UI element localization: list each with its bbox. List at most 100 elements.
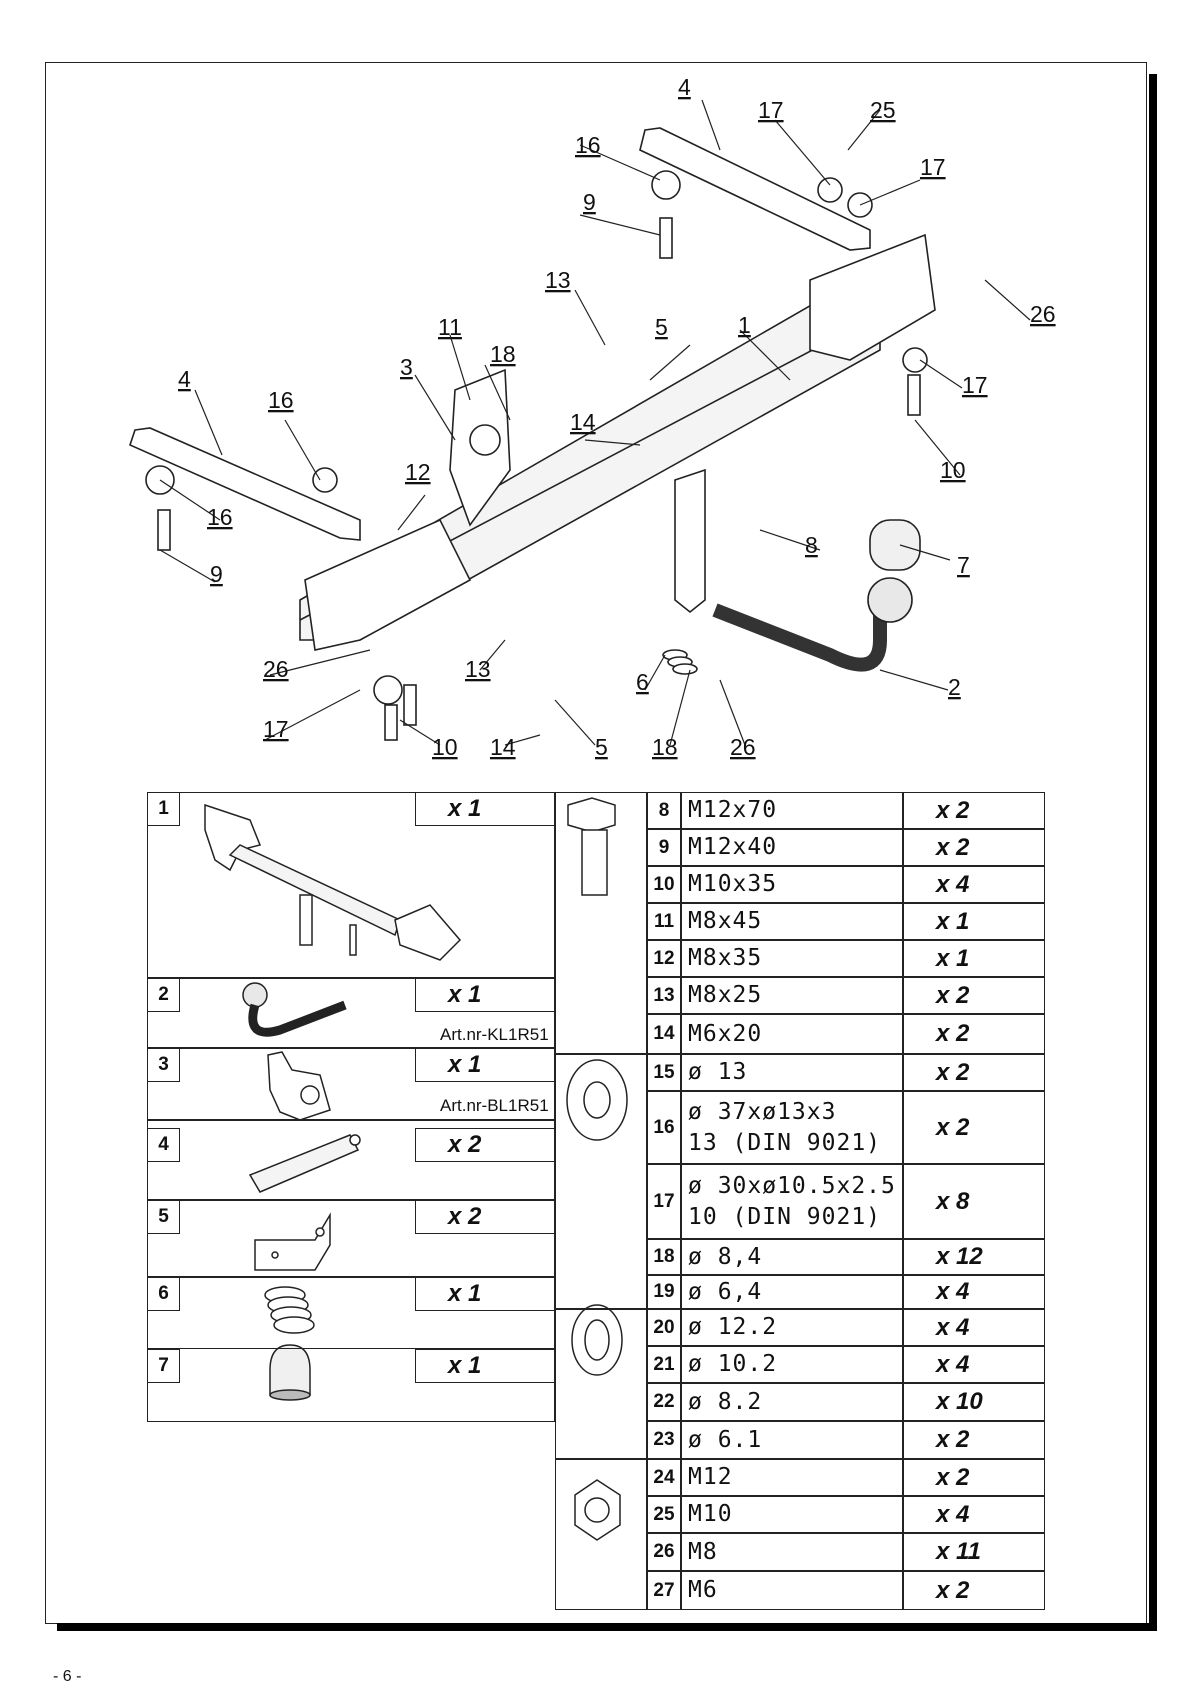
hardware-qty: x 4 bbox=[903, 1346, 1045, 1383]
callout-17-bottom: 17 bbox=[263, 716, 289, 742]
frame-shadow-bottom bbox=[57, 1623, 1157, 1631]
hardware-spec-line: M12 bbox=[688, 1464, 733, 1490]
hardware-number: 9 bbox=[647, 829, 681, 866]
hardware-spec: M10 bbox=[681, 1496, 903, 1533]
hardware-spec: M8 bbox=[681, 1533, 903, 1571]
callout-10-left: 10 bbox=[432, 734, 458, 760]
hardware-number: 19 bbox=[647, 1275, 681, 1309]
part-3-article: Art.nr-BL1R51 bbox=[440, 1096, 549, 1115]
hardware-spec-line: M8x45 bbox=[688, 908, 763, 934]
hardware-spec: M6x20 bbox=[681, 1014, 903, 1054]
callout-11: 11 bbox=[438, 314, 462, 340]
callout-26-left: 26 bbox=[263, 656, 289, 682]
hardware-spec: ø 12.2 bbox=[681, 1309, 903, 1346]
hardware-spec-line-2: 13 (DIN 9021) bbox=[688, 1129, 882, 1156]
callout-13-top: 13 bbox=[545, 267, 571, 293]
part-6-row bbox=[147, 1277, 555, 1349]
callout-1: 1 bbox=[738, 312, 751, 338]
hardware-spec-line: ø 6,4 bbox=[688, 1278, 763, 1305]
hardware-qty: x 2 bbox=[903, 1014, 1045, 1054]
hardware-spec-line: ø 37xø13x3 bbox=[688, 1098, 837, 1125]
center-mount-plate bbox=[674, 468, 706, 614]
hardware-spec-line: M12x40 bbox=[688, 834, 778, 860]
hardware-qty: x 4 bbox=[903, 1275, 1045, 1309]
hardware-spec: M12x40 bbox=[681, 829, 903, 866]
hardware-number: 16 bbox=[647, 1091, 681, 1164]
hardware-spec-line: M6x20 bbox=[688, 1020, 763, 1047]
callout-4-top: 4 bbox=[678, 74, 691, 100]
hardware-spec-line: M12x70 bbox=[688, 797, 778, 823]
hardware-qty: x 1 bbox=[903, 940, 1045, 977]
hardware-qty: x 4 bbox=[903, 1309, 1045, 1346]
hardware-number: 10 bbox=[647, 866, 681, 903]
hardware-number: 25 bbox=[647, 1496, 681, 1533]
hardware-number: 26 bbox=[647, 1533, 681, 1571]
hardware-qty: x 2 bbox=[903, 1421, 1045, 1459]
callout-14-top: 14 bbox=[570, 409, 596, 435]
exploded-assembly-drawing: 4 17 25 17 16 9 13 26 5 1 11 18 3 17 4 1… bbox=[129, 74, 1056, 760]
hardware-spec-line: ø 6.1 bbox=[688, 1426, 763, 1453]
hardware-spec: ø 13 bbox=[681, 1054, 903, 1091]
right-bracket bbox=[809, 233, 936, 361]
hardware-qty: x 2 bbox=[903, 977, 1045, 1014]
callout-6: 6 bbox=[636, 669, 649, 695]
page-number: - 6 - bbox=[53, 1668, 82, 1685]
hardware-number: 21 bbox=[647, 1346, 681, 1383]
hardware-number: 12 bbox=[647, 940, 681, 977]
hardware-spec-line: M8x35 bbox=[688, 945, 763, 971]
hardware-number: 15 bbox=[647, 1054, 681, 1091]
hardware-spec-line: M6 bbox=[688, 1577, 718, 1603]
spring bbox=[662, 649, 698, 675]
hardware-qty: x 2 bbox=[903, 1091, 1045, 1164]
hardware-spec: M6 bbox=[681, 1571, 903, 1610]
hardware-spec-line: ø 13 bbox=[688, 1059, 748, 1085]
hardware-qty: x 10 bbox=[903, 1383, 1045, 1421]
part-7-qty: x 1 bbox=[415, 1349, 555, 1383]
hardware-spec: M10x35 bbox=[681, 866, 903, 903]
ball-neck bbox=[712, 603, 887, 672]
hardware-spec: ø 8,4 bbox=[681, 1239, 903, 1275]
part-4-qty: x 2 bbox=[415, 1128, 555, 1162]
hardware-number: 18 bbox=[647, 1239, 681, 1275]
callout-18-bottom: 18 bbox=[652, 734, 678, 760]
callout-16-left: 16 bbox=[207, 504, 233, 530]
callout-17-right: 17 bbox=[962, 372, 988, 398]
hardware-qty: x 8 bbox=[903, 1164, 1045, 1239]
ball-cover bbox=[869, 519, 921, 571]
hardware-qty: x 2 bbox=[903, 1054, 1045, 1091]
frame-shadow-right bbox=[1149, 74, 1157, 1630]
callout-8: 8 bbox=[805, 532, 818, 558]
callout-4-left: 4 bbox=[178, 366, 191, 392]
hardware-spec-line-2: 10 (DIN 9021) bbox=[688, 1203, 882, 1230]
callout-9-left: 9 bbox=[210, 561, 223, 587]
hardware-qty: x 2 bbox=[903, 829, 1045, 866]
hardware-spec-line: ø 12.2 bbox=[688, 1314, 778, 1340]
callout-17-top-a: 17 bbox=[758, 97, 784, 123]
hardware-spec: ø 37xø13x3 13 (DIN 9021) bbox=[681, 1091, 903, 1164]
hardware-spec: M12 bbox=[681, 1459, 903, 1496]
hardware-spec-line: ø 10.2 bbox=[688, 1351, 778, 1377]
hardware-number: 14 bbox=[647, 1014, 681, 1054]
hardware-number: 20 bbox=[647, 1309, 681, 1346]
callout-25: 25 bbox=[870, 97, 896, 123]
hardware-spec-line: ø 30xø10.5x2.5 bbox=[688, 1172, 896, 1199]
part-7-number: 7 bbox=[147, 1349, 180, 1383]
hardware-number: 13 bbox=[647, 977, 681, 1014]
callout-13-left: 13 bbox=[465, 656, 491, 682]
hardware-spec: M8x45 bbox=[681, 903, 903, 940]
bolt-icon-cell bbox=[555, 792, 647, 1054]
hardware-spec: ø 8.2 bbox=[681, 1383, 903, 1421]
washer-icon-cell bbox=[555, 1054, 647, 1309]
hardware-spec-line: M8 bbox=[688, 1538, 718, 1565]
left-bracket bbox=[304, 518, 472, 651]
hardware-spec: M8x25 bbox=[681, 977, 903, 1014]
hardware-spec-line: M10 bbox=[688, 1501, 733, 1527]
hardware-qty: x 2 bbox=[903, 792, 1045, 829]
hardware-qty: x 11 bbox=[903, 1533, 1045, 1571]
callout-16-top: 16 bbox=[575, 132, 601, 158]
hardware-spec: ø 6.1 bbox=[681, 1421, 903, 1459]
hardware-number: 23 bbox=[647, 1421, 681, 1459]
hardware-number: 24 bbox=[647, 1459, 681, 1496]
part-2-article: Art.nr-KL1R51 bbox=[440, 1025, 549, 1044]
callout-3: 3 bbox=[400, 354, 413, 380]
